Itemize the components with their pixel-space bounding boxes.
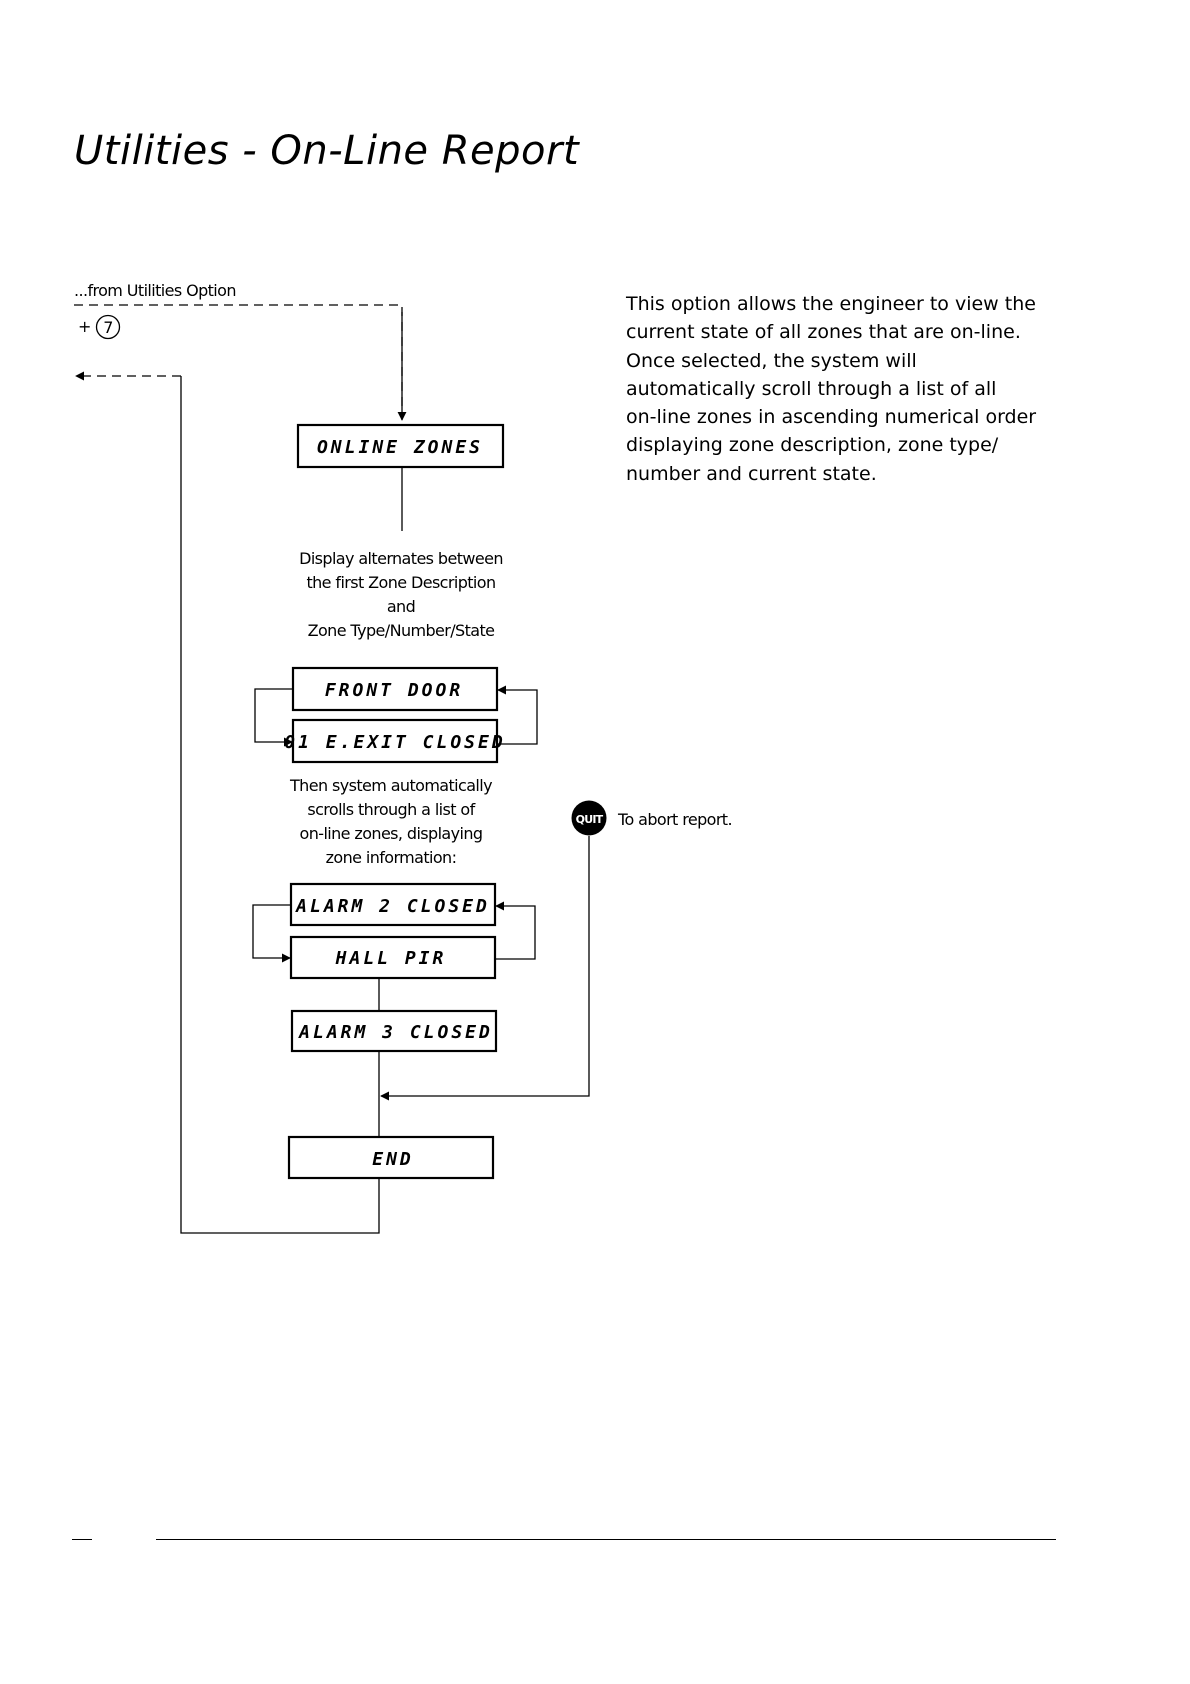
- quit-key: QUIT: [571, 800, 607, 836]
- quit-flow-line: [380, 836, 590, 1101]
- display-online-zones: [296, 423, 505, 469]
- note-alternate: Display alternates between the first Zon…: [299, 549, 503, 640]
- display-alarm-3-text: ALARM 3 CLOSED: [298, 1022, 493, 1043]
- note-scroll: Then system automatically scrolls throug…: [289, 776, 493, 867]
- display-zone-01: [291, 718, 499, 764]
- display-alarm-3: [290, 1009, 498, 1053]
- description-line: Once selected, the system will: [626, 349, 917, 372]
- display-alarm-2-text: ALARM 2 CLOSED: [295, 896, 490, 917]
- page-title: Utilities - On-Line Report: [74, 128, 580, 174]
- entry-flow-dashed: [74, 304, 403, 419]
- note-alternate-line: Display alternates between: [299, 549, 503, 568]
- display-front-door: [291, 666, 499, 712]
- note-scroll-line: on-line zones, displaying: [300, 824, 483, 843]
- note-alternate-line: Zone Type/Number/State: [308, 621, 495, 640]
- alternate-loop-right: [495, 901, 536, 960]
- quit-note: To abort report.: [617, 810, 732, 829]
- footer-rule-short: [72, 1539, 92, 1540]
- quit-key-label: QUIT: [576, 813, 604, 826]
- note-alternate-line: the first Zone Description: [306, 573, 495, 592]
- description-line: This option allows the engineer to view …: [626, 293, 1036, 315]
- display-zone-01-text: 01 E.EXIT CLOSED: [284, 732, 505, 753]
- footer-rule: [156, 1539, 1056, 1540]
- return-loop-line: [180, 376, 380, 1234]
- alternate-loop-left: [254, 688, 293, 747]
- display-end: [287, 1135, 495, 1180]
- key-7-icon: [95, 314, 121, 340]
- alternate-loop-left: [252, 904, 291, 963]
- option-description: This option allows the engineer to view …: [626, 290, 1066, 488]
- entry-key: + 7: [78, 314, 121, 340]
- display-hall-pir-text: HALL PIR: [335, 948, 447, 969]
- plus-symbol: +: [78, 317, 91, 336]
- note-alternate-line: and: [387, 597, 415, 616]
- display-hall-pir: [289, 935, 497, 980]
- entry-label: ...from Utilities Option: [74, 281, 236, 300]
- note-scroll-line: scrolls through a list of: [307, 800, 475, 819]
- key-7-label: 7: [103, 318, 113, 337]
- quit-key-icon: [571, 800, 607, 836]
- description-line: on-line zones in ascending numerical ord…: [626, 406, 1037, 429]
- description-line: number and current state.: [626, 462, 877, 485]
- note-scroll-line: Then system automatically: [289, 776, 492, 795]
- note-scroll-line: zone information:: [326, 848, 457, 867]
- description-line: automatically scroll through a list of a…: [626, 377, 997, 400]
- description-line: displaying zone description, zone type/: [626, 434, 999, 457]
- description-line: current state of all zones that are on-l…: [626, 321, 1021, 344]
- display-end-text: END: [372, 1149, 414, 1170]
- display-front-door-text: FRONT DOOR: [325, 680, 463, 701]
- display-online-zones-text: ONLINE ZONES: [317, 437, 483, 458]
- alternate-loop-right: [497, 685, 538, 745]
